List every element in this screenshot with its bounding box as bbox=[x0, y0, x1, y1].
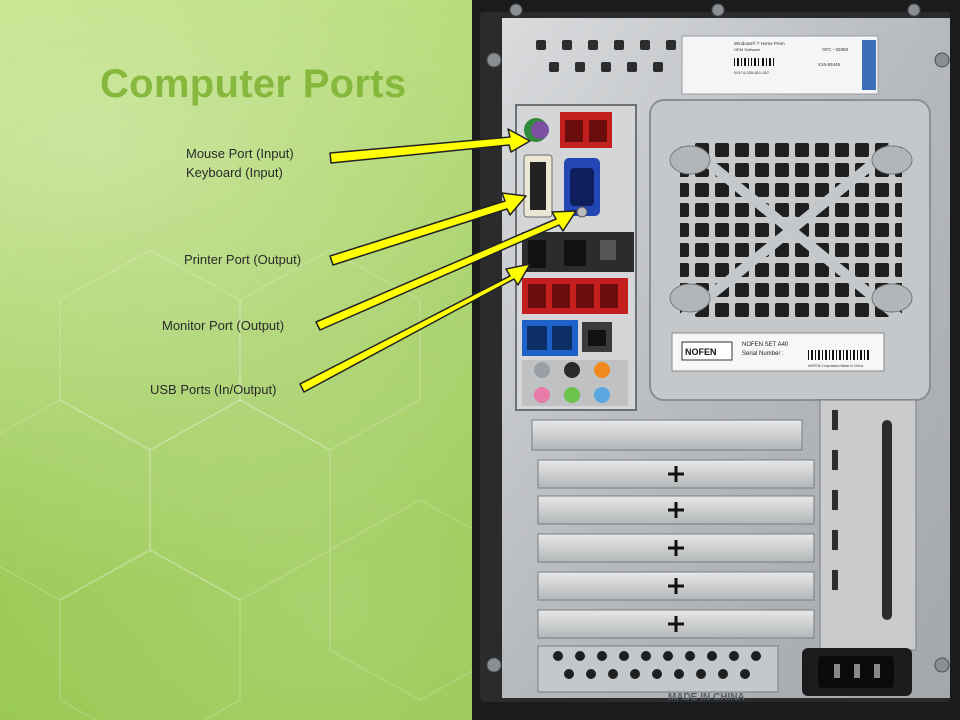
serial-number-label: Serial Number : bbox=[742, 351, 784, 357]
coa-side-code: X16-93445 bbox=[818, 62, 841, 67]
computer-case-photo: Windows® 7 Home Prem OEM Software GFC - … bbox=[472, 0, 960, 720]
serial-footer: NOFEN Corporation Made in China bbox=[808, 364, 863, 368]
label-monitor-port: Monitor Port (Output) bbox=[162, 318, 285, 333]
label-mouse-port: Mouse Port (Input) bbox=[186, 146, 294, 161]
brand-label: NOFEN bbox=[685, 347, 717, 357]
label-usb-ports: USB Ports (In/Output) bbox=[150, 382, 277, 397]
model-label: NOFEN SET A40 bbox=[742, 342, 789, 348]
coa-number: 00174-035-651-007 bbox=[734, 70, 770, 75]
made-in-label: MADE IN CHINA bbox=[668, 692, 745, 703]
label-keyboard-port: Keyboard (Input) bbox=[186, 165, 283, 180]
slide-title: Computer Ports bbox=[100, 62, 407, 106]
coa-line1: Windows® 7 Home Prem bbox=[734, 40, 785, 46]
hexagon-pattern bbox=[0, 249, 472, 720]
label-printer-port: Printer Port (Output) bbox=[184, 252, 302, 267]
coa-line2: OEM Software bbox=[734, 47, 761, 52]
coa-code: GFC - 02868 bbox=[822, 47, 849, 52]
